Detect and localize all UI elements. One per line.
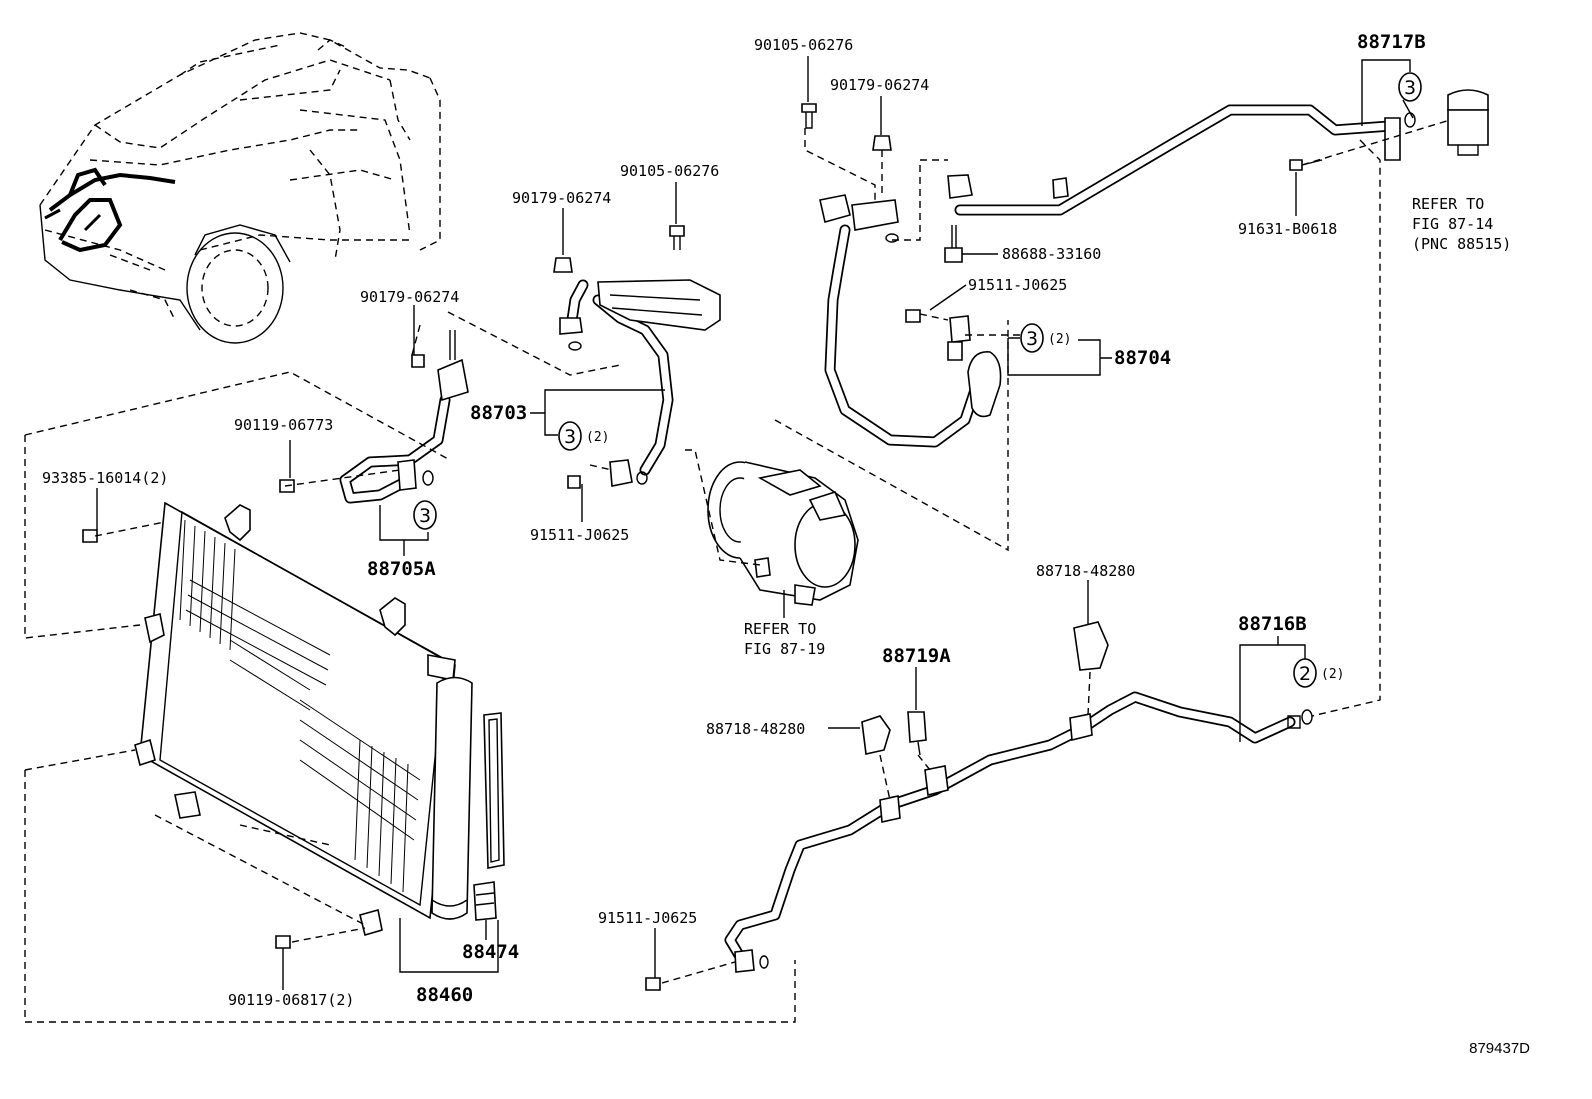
fittings — [82, 89, 1489, 991]
part-label: 88705A — [367, 558, 436, 580]
part-label: 91511-J0625 — [598, 909, 697, 927]
part-label: 93385-16014(2) — [42, 469, 168, 487]
part-label: 91511-J0625 — [530, 526, 629, 544]
callout-88705a: 3 — [413, 500, 437, 530]
part-label: 88460 — [416, 984, 473, 1006]
ac-pipes — [339, 104, 1396, 966]
callout-88716b: 2 (2) — [1293, 658, 1344, 688]
part-label: 88716B — [1238, 613, 1307, 635]
callout-number: 3 — [564, 426, 576, 448]
part-label: 90119-06773 — [234, 416, 333, 434]
callout-number: 3 — [419, 505, 431, 527]
svg-text:REFER TO: REFER TO — [1412, 195, 1484, 213]
part-label: 88688-33160 — [1002, 245, 1101, 263]
guide-lines — [24, 119, 1451, 1023]
svg-text:FIG 87-19: FIG 87-19 — [744, 640, 825, 658]
refer-note-expansion-valve: REFER TO FIG 87-14 (PNC 88515) — [1412, 195, 1511, 253]
part-label: 88704 — [1114, 347, 1171, 369]
part-label: 88717B — [1357, 31, 1426, 53]
part-label: 91511-J0625 — [968, 276, 1067, 294]
part-label: 90105-06276 — [754, 36, 853, 54]
callout-number: 2 — [1299, 663, 1311, 685]
svg-text:(PNC 88515): (PNC 88515) — [1412, 235, 1511, 253]
callout-88703: 3 (2) — [558, 421, 609, 451]
part-label: 88718-48280 — [706, 720, 805, 738]
vehicle-illustration — [39, 32, 441, 344]
callout-qty: (2) — [1048, 332, 1071, 347]
callout-number: 3 — [1404, 77, 1416, 99]
part-label: 90179-06274 — [360, 288, 459, 306]
part-label: 88703 — [470, 402, 527, 424]
condenser-assembly — [134, 501, 505, 937]
figure-id: 879437D — [1469, 1040, 1530, 1057]
part-label: 88474 — [462, 941, 519, 963]
callout-qty: (2) — [586, 430, 609, 445]
part-label: 88718-48280 — [1036, 562, 1135, 580]
compressor — [707, 461, 859, 606]
svg-text:REFER TO: REFER TO — [744, 620, 816, 638]
callout-qty: (2) — [1321, 667, 1344, 682]
leader-lines — [96, 56, 1414, 990]
part-label: 90105-06276 — [620, 162, 719, 180]
callout-88717b: 3 — [1398, 72, 1422, 102]
callout-88704: 3 (2) — [1020, 323, 1071, 353]
callout-number: 3 — [1026, 328, 1038, 350]
svg-text:FIG 87-14: FIG 87-14 — [1412, 215, 1493, 233]
part-label: 90179-06274 — [830, 76, 929, 94]
refer-note-compressor: REFER TO FIG 87-19 — [744, 620, 825, 658]
part-label: 88719A — [882, 645, 951, 667]
part-label: 91631-B0618 — [1238, 220, 1337, 238]
part-labels: 90105-06276 90179-06274 88717B 90105-062… — [42, 31, 1426, 1009]
part-label: 90179-06274 — [512, 189, 611, 207]
part-label: 90119-06817(2) — [228, 991, 354, 1009]
